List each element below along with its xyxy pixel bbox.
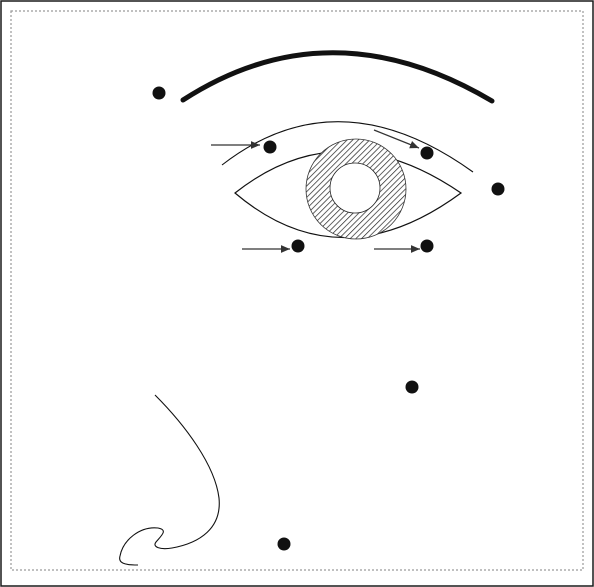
point-upper-lid-medial <box>264 141 277 154</box>
point-nasolabial <box>278 538 291 551</box>
point-cheek <box>406 381 419 394</box>
point-lateral-canthus <box>492 183 505 196</box>
point-upper-lid-lateral <box>421 147 434 160</box>
point-brow-lateral <box>153 87 166 100</box>
point-lower-lid-lateral <box>421 240 434 253</box>
point-lower-lid-medial <box>292 240 305 253</box>
pupil <box>330 163 380 213</box>
